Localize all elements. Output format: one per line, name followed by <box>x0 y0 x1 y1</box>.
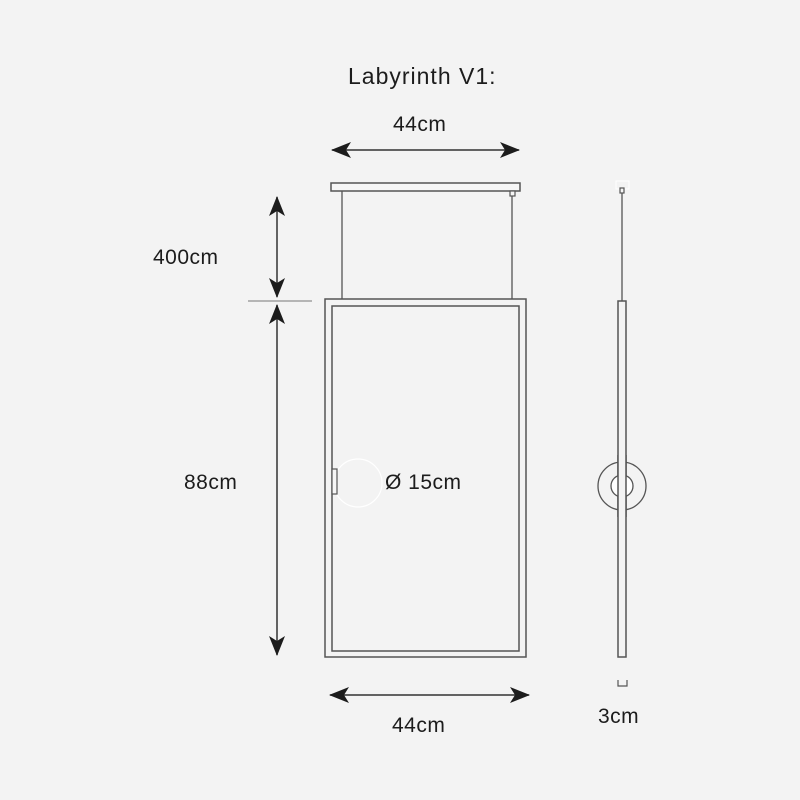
side-mount <box>331 468 338 495</box>
canopy-connector <box>509 190 516 197</box>
hang-height-label: 400cm <box>153 246 219 269</box>
top-width-label: 44cm <box>393 113 447 136</box>
side-view <box>597 180 647 687</box>
frame-inner <box>331 305 520 652</box>
diagram-title: Labyrinth V1: <box>348 63 497 89</box>
depth-label: 3cm <box>598 705 640 728</box>
depth-bracket <box>617 680 628 687</box>
bottom-width-label: 44cm <box>392 714 446 737</box>
frame-outer <box>324 298 527 658</box>
front-view <box>324 182 527 658</box>
ceiling-canopy <box>330 182 521 192</box>
diameter-label: Ø 15cm <box>385 471 462 494</box>
diffuser-circle <box>333 458 383 508</box>
side-canopy <box>619 187 625 194</box>
body-height-label: 88cm <box>184 471 238 494</box>
